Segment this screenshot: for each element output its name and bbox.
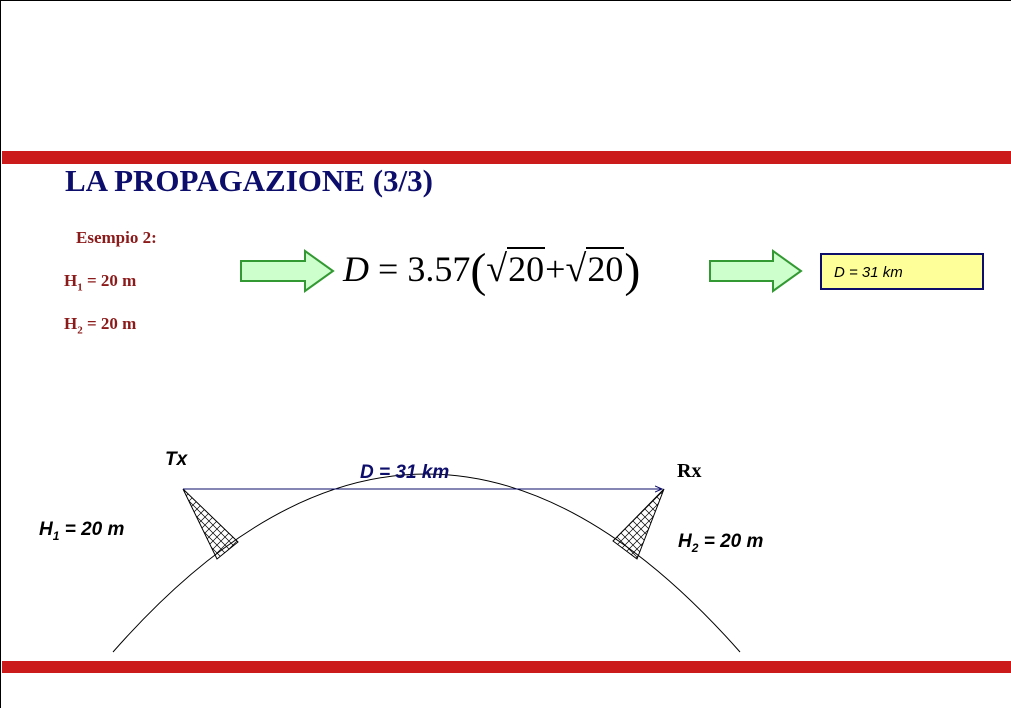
- slide-title: LA PROPAGAZIONE (3/3): [65, 163, 433, 198]
- example-h2: H2 = 20 m: [64, 314, 136, 336]
- top-accent-bar: [2, 151, 1011, 164]
- formula-term-1: 20: [507, 247, 546, 289]
- diagram-h1-var: H: [39, 519, 53, 540]
- example-h1-value: = 20 m: [82, 271, 137, 290]
- sqrt-icon: √: [486, 248, 508, 290]
- diagram-h2-value: = 20 m: [698, 531, 764, 552]
- rx-label: Rx: [677, 460, 702, 482]
- formula-equals: =: [369, 249, 408, 289]
- diagram-h1-value: = 20 m: [59, 519, 125, 540]
- tx-label: Tx: [165, 449, 188, 470]
- diagram-h2-var: H: [678, 531, 692, 552]
- formula-sqrt-1: √20: [486, 247, 546, 291]
- arrow-right-icon: [709, 249, 803, 293]
- diagram-h2-sub: 2: [691, 540, 699, 555]
- example-h2-sub: 2: [77, 324, 83, 337]
- example-h1: H1 = 20 m: [64, 271, 136, 293]
- bottom-accent-bar: [2, 661, 1011, 673]
- sqrt-icon: √: [565, 248, 587, 290]
- formula-lhs: D: [343, 249, 369, 289]
- formula-sqrt-2: √20: [565, 247, 625, 291]
- arrow-right-icon: [240, 249, 335, 293]
- example-h1-var: H: [64, 271, 78, 290]
- example-h2-value: = 20 m: [82, 314, 137, 333]
- distance-formula: D = 3.57(√20+√20): [343, 243, 640, 298]
- distance-label: D = 31 km: [360, 462, 450, 483]
- diagram-h1-label: H1 = 20 m: [39, 519, 124, 543]
- tx-antenna-mast-icon: [182, 488, 239, 560]
- diagram-h2-label: H2 = 20 m: [678, 531, 763, 555]
- diagram-h1-sub: 1: [52, 528, 60, 543]
- result-box: D = 31 km: [820, 253, 984, 290]
- formula-open-paren: (: [470, 244, 487, 297]
- formula-coefficient: 3.57: [407, 249, 471, 289]
- rx-antenna-mast-icon: [612, 488, 665, 560]
- formula-close-paren: ): [624, 244, 641, 297]
- example-label: Esempio 2:: [76, 228, 157, 247]
- earth-curve: [112, 473, 741, 653]
- formula-term-2: 20: [586, 247, 625, 289]
- formula-plus: +: [545, 249, 566, 289]
- example-h1-sub: 1: [77, 281, 83, 294]
- example-h2-var: H: [64, 314, 78, 333]
